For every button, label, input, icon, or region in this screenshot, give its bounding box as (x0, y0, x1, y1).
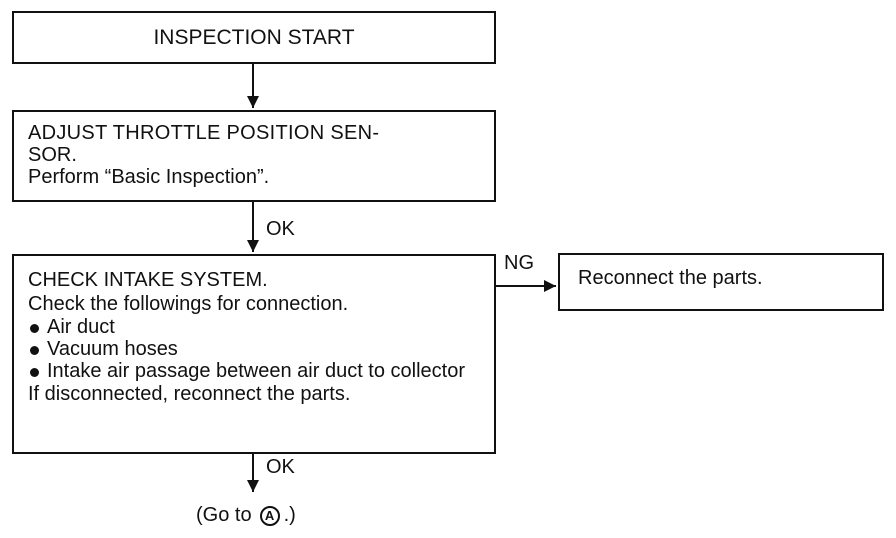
check-item-text: Intake air passage between air duct to c… (47, 360, 466, 382)
check-item-vacuum-hoses: Vacuum hoses (28, 338, 480, 360)
arrowhead-check-to-goto (247, 480, 259, 492)
ok-label-2: OK (266, 456, 295, 478)
check-title: CHECK INTAKE SYSTEM. (28, 269, 268, 291)
circled-a-marker: A (259, 505, 280, 526)
bullet-icon (30, 346, 39, 355)
check-item-text: Vacuum hoses (47, 338, 178, 360)
check-item-air-duct: Air duct (28, 316, 480, 338)
adjust-title-line2: SOR. (28, 144, 77, 166)
check-item-text: Air duct (47, 316, 115, 338)
ng-label: NG (504, 252, 534, 274)
check-instruction: Check the followings for connection. (28, 293, 349, 315)
reconnect-text: Reconnect the parts. (578, 267, 763, 289)
arrowhead-check-to-reconnect (544, 280, 556, 292)
arrowhead-adjust-to-check (247, 240, 259, 252)
inspection-start-text: INSPECTION START (153, 25, 355, 49)
adjust-instruction: Perform “Basic Inspection”. (28, 166, 270, 188)
arrowhead-start-to-adjust (247, 96, 259, 108)
go-to-suffix: .) (283, 504, 296, 526)
check-item-intake-passage: Intake air passage between air duct to c… (28, 360, 480, 382)
adjust-throttle-box: ADJUST THROTTLE POSITION SEN- SOR. Perfo… (12, 110, 496, 202)
ok-label-1: OK (266, 218, 295, 240)
check-intake-box: CHECK INTAKE SYSTEM. Check the following… (12, 254, 496, 454)
bullet-icon (30, 368, 39, 377)
inspection-start-box: INSPECTION START (12, 11, 496, 64)
go-to-reference: (Go to A .) (196, 504, 296, 527)
check-footer: If disconnected, reconnect the parts. (28, 383, 351, 405)
reconnect-parts-box: Reconnect the parts. (558, 253, 884, 311)
go-to-prefix: (Go to (196, 504, 252, 526)
bullet-icon (30, 324, 39, 333)
adjust-title-line1: ADJUST THROTTLE POSITION SEN- (28, 122, 380, 144)
